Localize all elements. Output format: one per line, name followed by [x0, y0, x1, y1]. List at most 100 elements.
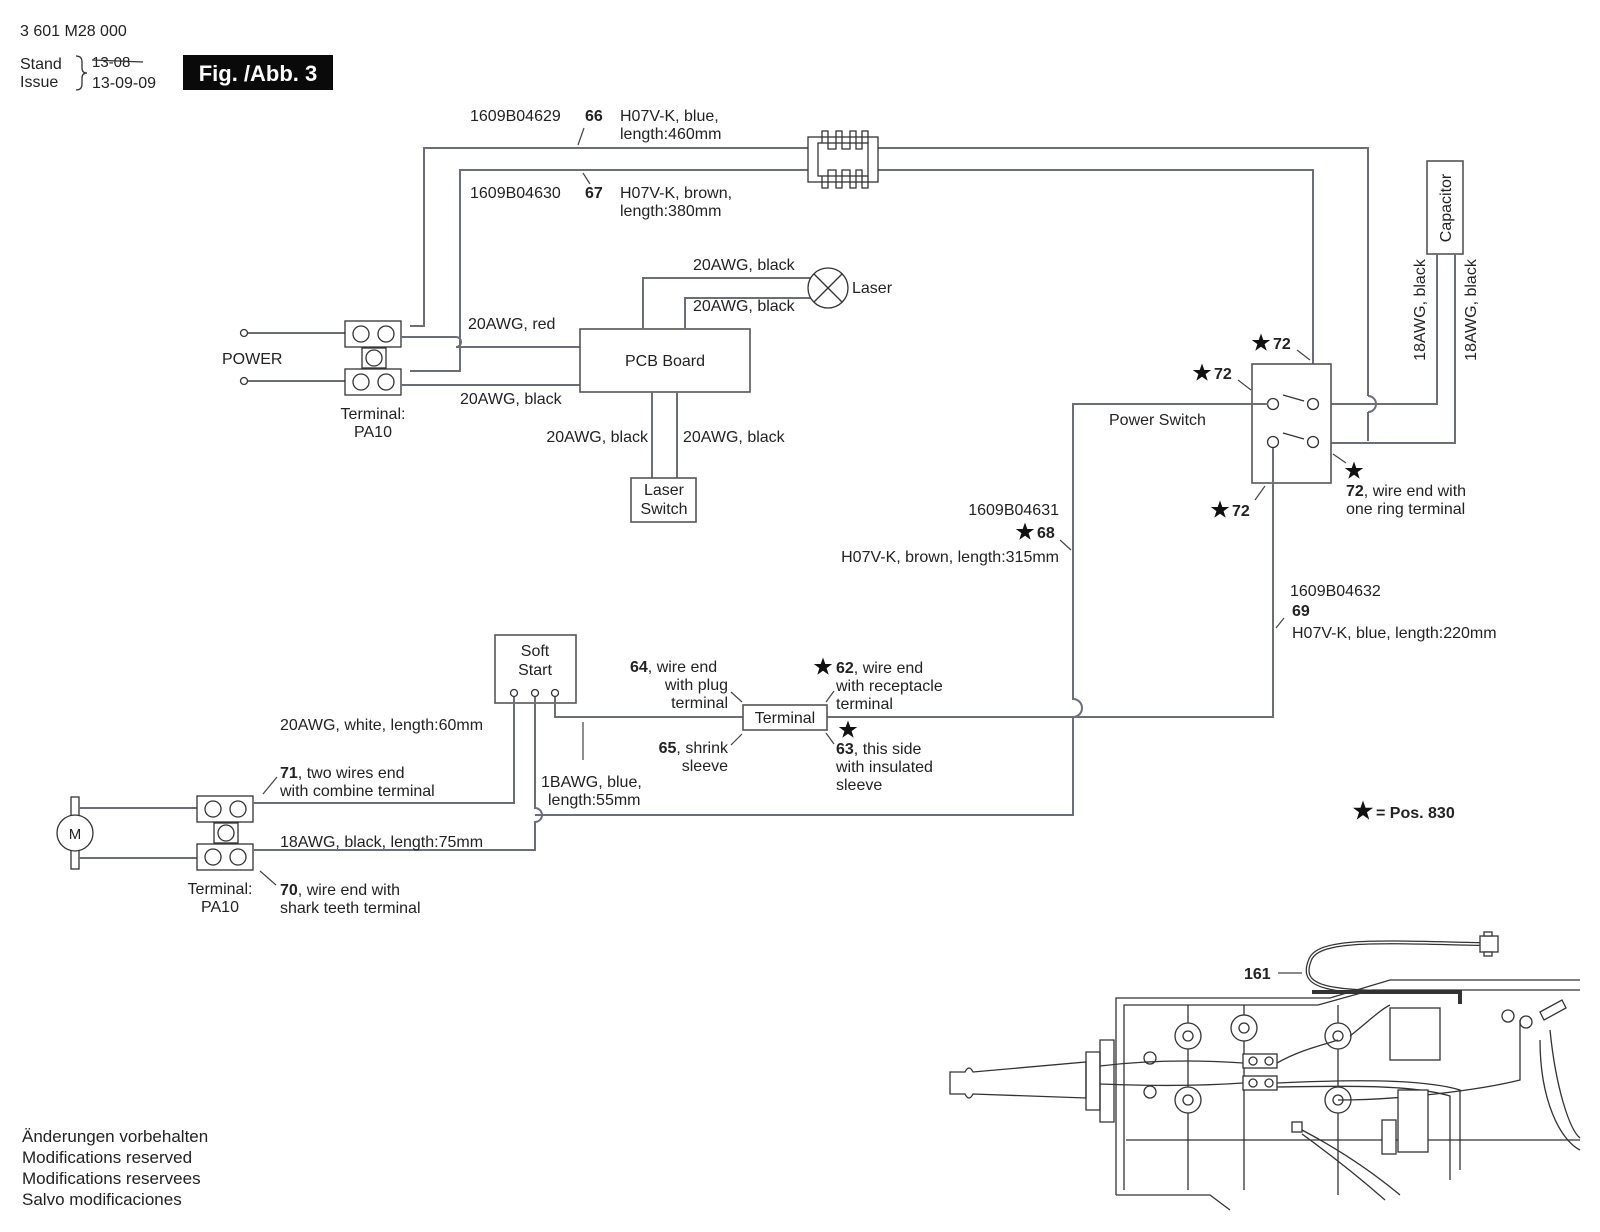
terminal-pa10-bottom: [196, 795, 254, 871]
star-icon: [1210, 500, 1230, 518]
wire-69-pos: 69: [1292, 603, 1310, 620]
callout-63-pos: 63: [836, 741, 854, 758]
wire-black-power-label: 20AWG, black: [460, 391, 563, 408]
leader-71: [262, 776, 278, 795]
callout-65-text1: , shrink: [676, 740, 729, 757]
callout-62-pos: 62: [836, 660, 854, 677]
callout-64-pos: 64: [630, 659, 648, 676]
power-pin-bottom: [239, 376, 249, 386]
wire-69-part: 1609B04632: [1290, 583, 1381, 600]
wire-68-desc: H07V-K, brown, length:315mm: [841, 549, 1059, 566]
star-icon: [1192, 363, 1212, 381]
wire-69-desc: H07V-K, blue, length:220mm: [1292, 625, 1497, 642]
wire-cap-right-label: 18AWG, black: [1463, 258, 1480, 361]
callout-65-pos: 65: [659, 740, 677, 757]
callout-65-line2: sleeve: [682, 758, 728, 775]
callout-72-left: 72: [1214, 366, 1232, 383]
wire-jump: [1367, 395, 1377, 413]
power-pin-top: [239, 328, 249, 338]
callout-70-text1: , wire end with: [298, 882, 400, 899]
wire-68-part: 1609B04631: [968, 502, 1059, 519]
leader-70: [259, 870, 277, 886]
callout-64-line3: terminal: [671, 695, 728, 712]
wire-red: [401, 336, 580, 348]
footer-line-de: Änderungen vorbehalten: [22, 1127, 208, 1146]
wire-laser-sw-left-label: 20AWG, black: [546, 429, 649, 446]
footer-line-fr: Modifications reservees: [22, 1169, 201, 1188]
callout-72-bottom: 72: [1232, 503, 1250, 520]
callout-71-text1: , two wires end: [298, 765, 405, 782]
wire-laser-top: [642, 277, 812, 329]
terminal-bottom-label2: PA10: [201, 899, 239, 916]
wire-66-desc2: length:460mm: [620, 126, 721, 143]
wire-67-right: [878, 169, 1314, 404]
issue-value: 13-09-09: [92, 75, 156, 92]
wire-67-desc2: length:380mm: [620, 203, 721, 220]
wire-laser-sw-right-label: 20AWG, black: [683, 429, 786, 446]
strike-line: [91, 59, 144, 63]
callout-64-text1: , wire end: [648, 659, 717, 676]
pcb-board: [579, 328, 751, 393]
terminal-mid: [742, 704, 828, 731]
inline-connector: [807, 130, 879, 189]
callout-62-line1: 62, wire end: [836, 660, 923, 677]
capacitor-label: Capacitor: [1438, 173, 1455, 242]
callout-70-line2: shark teeth terminal: [280, 900, 421, 917]
star-icon: [1015, 522, 1035, 540]
terminal-top-label2: PA10: [354, 424, 392, 441]
wire-laser-bottom: [684, 297, 812, 329]
wire-cap-right: [1313, 254, 1456, 444]
assembly-drawing: 161: [949, 931, 1581, 1211]
callout-62-text1: , wire end: [854, 660, 923, 677]
callout-71-pos: 71: [280, 765, 298, 782]
terminal-mid-label: Terminal: [755, 710, 815, 727]
power-switch-label: Power Switch: [1109, 412, 1206, 429]
leader-72-top: [1296, 349, 1311, 361]
callout-64-line2: with plug: [664, 677, 728, 694]
callout-72-ring-text2: one ring terminal: [1346, 501, 1465, 518]
star-icon: [813, 657, 833, 675]
callout-62-line3: terminal: [836, 696, 893, 713]
laser-switch-label1: Laser: [644, 482, 685, 499]
soft-start-label1: Soft: [521, 643, 550, 660]
callout-161: 161: [1244, 966, 1271, 983]
callout-63-line1: 63, this side: [836, 741, 921, 758]
stand-label: Stand: [20, 56, 62, 73]
callout-63-line3: sleeve: [836, 777, 882, 794]
soft-start-pin-2: [530, 688, 540, 698]
terminal-bottom-label1: Terminal:: [188, 881, 253, 898]
callout-64-line1: 64, wire end: [630, 659, 717, 676]
wire-cap-left-label: 18AWG, black: [1412, 258, 1429, 361]
motor-label: M: [69, 826, 82, 843]
wire-67-part: 1609B04630: [470, 185, 561, 202]
wire-laser-bottom-label: 20AWG, black: [693, 298, 796, 315]
stand-value: 13-08: [92, 54, 130, 71]
leader-72-bottom: [1254, 485, 1266, 501]
soft-start-pin-1: [509, 688, 519, 698]
callout-72-ring-text1: , wire end with: [1364, 483, 1466, 500]
wire-cap-left: [1313, 254, 1438, 405]
figure-badge-bg: [183, 55, 333, 90]
star-icon: [1251, 333, 1271, 351]
callout-71-line1: 71, two wires end: [280, 765, 405, 782]
motor-icon: [56, 796, 94, 870]
callout-72-ring-pos: 72: [1346, 483, 1364, 500]
leader-63: [825, 732, 835, 745]
wire-67-pos: 67: [585, 185, 603, 202]
star-icon: [1344, 461, 1364, 479]
wire-white-label: 20AWG, white, length:60mm: [280, 717, 483, 734]
leader-69: [1275, 617, 1285, 629]
laser-switch: [630, 477, 697, 523]
wire-white: [253, 697, 515, 804]
star-icon: [1352, 800, 1374, 820]
wire-67-desc1: H07V-K, brown,: [620, 185, 732, 202]
soft-start-label2: Start: [518, 662, 552, 679]
terminal-top-label1: Terminal:: [341, 406, 406, 423]
wire-66-desc1: H07V-K, blue,: [620, 108, 719, 125]
power-label: POWER: [222, 351, 282, 368]
wire-red-label: 20AWG, red: [468, 316, 555, 333]
leader-64: [730, 691, 743, 703]
wire-66-part: 1609B04629: [470, 108, 561, 125]
wire-67-left: [410, 169, 808, 372]
